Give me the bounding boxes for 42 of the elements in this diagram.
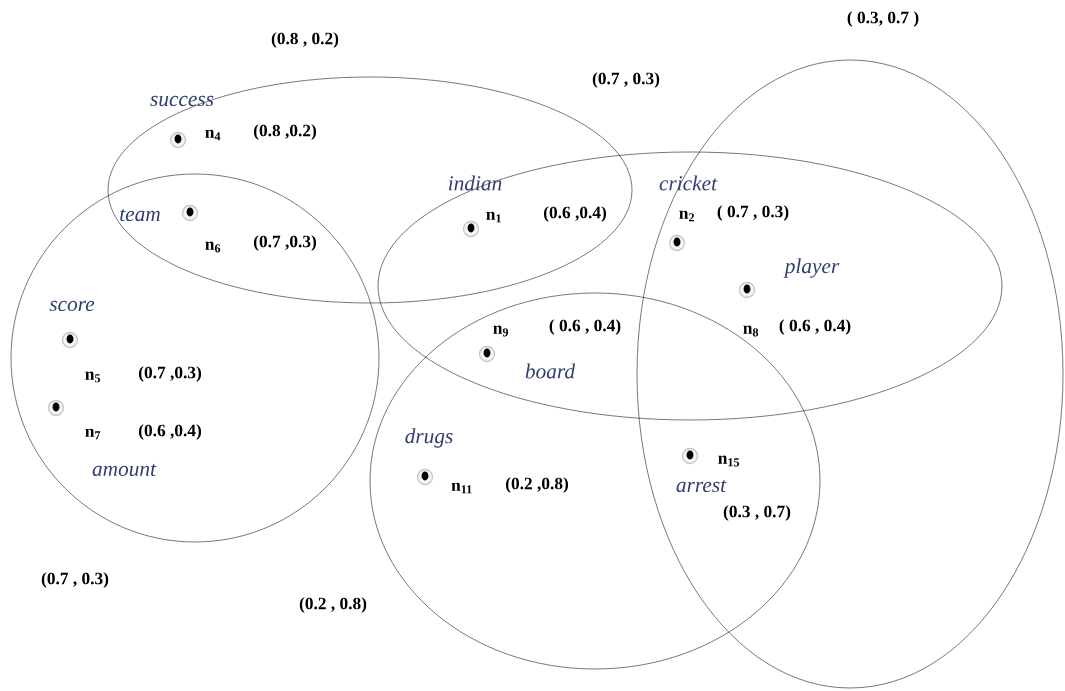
membership-value: (0.6 ,0.4) (544, 206, 606, 222)
set-ellipse (377, 151, 1003, 421)
membership-value: (0.7 , 0.3) (592, 72, 660, 88)
term-label: arrest (676, 479, 727, 493)
set-ellipse (369, 292, 821, 670)
membership-value: ( 0.7 , 0.3) (717, 205, 789, 221)
vertex-label: n$_{9}$ (493, 325, 509, 337)
membership-value: ( 0.6 , 0.4) (779, 319, 851, 335)
term-label: amount (92, 463, 157, 477)
vertex-label: n$_{1}$ (486, 211, 501, 223)
vertex-label: n$_{6}$ (205, 241, 221, 253)
vertex-label: n$_{2}$ (679, 210, 694, 222)
vertex-dot (416, 468, 434, 486)
membership-value: (0.2 , 0.8) (299, 597, 367, 613)
term-label: drugs (405, 428, 453, 448)
vertex-dot (478, 345, 496, 363)
membership-value: (0.6 ,0.4) (139, 424, 201, 440)
membership-value: (0.3 , 0.7) (723, 505, 791, 521)
membership-value: (0.7 ,0.3) (254, 235, 316, 251)
vertex-label: n$_{8}$ (743, 325, 759, 337)
set-circle (10, 173, 380, 543)
term-label: board (525, 363, 576, 379)
vertex-dot (462, 220, 480, 238)
vertex-dot (47, 399, 65, 417)
vertex-dot (61, 331, 79, 349)
term-label: player (783, 258, 840, 278)
term-label: indian (448, 175, 502, 191)
membership-value: (0.8 , 0.2) (271, 32, 339, 48)
vertex-dot (181, 204, 199, 222)
membership-value: ( 0.6 , 0.4) (549, 319, 621, 335)
vertex-dot (681, 447, 699, 465)
vertex-dot (668, 234, 686, 252)
vertex-label: n$_{15}$ (718, 455, 740, 467)
term-label: cricket (659, 175, 718, 191)
vertex-dot (169, 131, 187, 149)
membership-value: (0.8 ,0.2) (254, 124, 316, 140)
membership-value: (0.2 ,0.8) (506, 477, 568, 493)
membership-value: (0.7 ,0.3) (139, 366, 201, 382)
vertex-label: n$_{5}$ (85, 371, 101, 383)
vertex-dot (738, 281, 756, 299)
membership-value: (0.7 , 0.3) (41, 572, 109, 588)
vertex-label: n$_{4}$ (205, 129, 221, 141)
